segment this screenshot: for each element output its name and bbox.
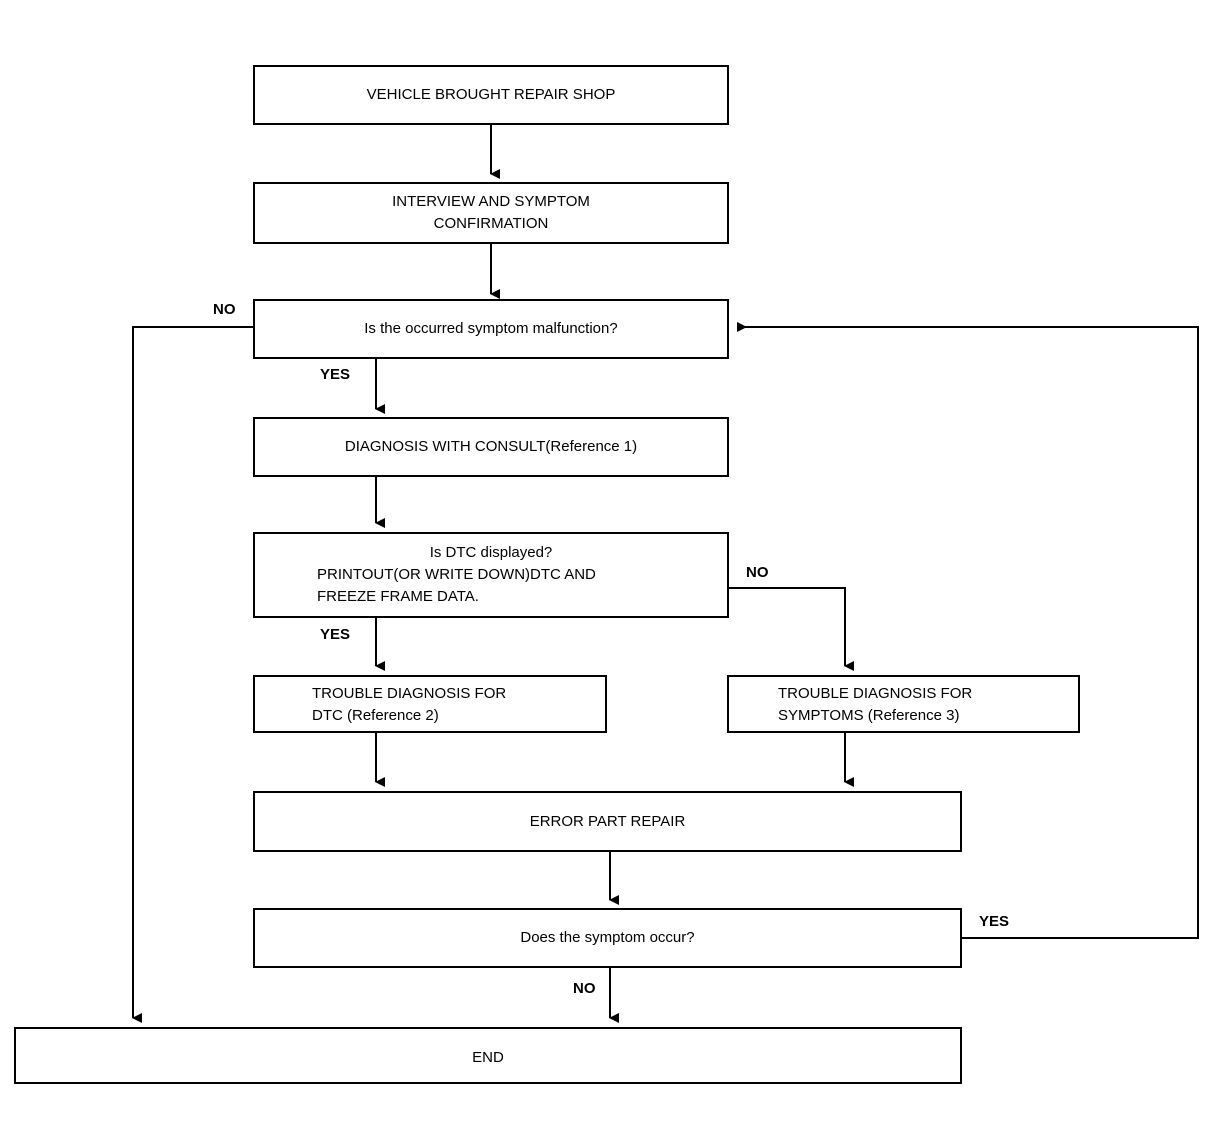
node-end[interactable]: END <box>14 1027 962 1084</box>
node-trouble-diagnosis-dtc-label-line2: DTC (Reference 2) <box>312 706 439 724</box>
edge-label-dtc-no: NO <box>746 564 769 581</box>
node-trouble-diagnosis-symptoms-label-line2: SYMPTOMS (Reference 3) <box>778 706 960 724</box>
node-symptom-malfunction-label: Is the occurred symptom malfunction? <box>364 320 618 338</box>
node-symptom-occur[interactable]: Does the symptom occur? <box>253 908 962 968</box>
node-trouble-diagnosis-symptoms[interactable]: TROUBLE DIAGNOSIS FOR SYMPTOMS (Referenc… <box>727 675 1080 733</box>
node-trouble-diagnosis-symptoms-label-line1: TROUBLE DIAGNOSIS FOR <box>778 685 973 702</box>
edge-label-malfunction-yes: YES <box>320 366 351 383</box>
edge-label-occur-yes: YES <box>979 913 1010 930</box>
edge-label-malfunction-no: NO <box>213 301 236 318</box>
node-diagnosis-consult-label: DIAGNOSIS WITH CONSULT(Reference 1) <box>344 438 638 456</box>
node-dtc-displayed-label-line2: PRINTOUT(OR WRITE DOWN)DTC AND <box>317 565 596 583</box>
node-vehicle-brought[interactable]: VEHICLE BROUGHT REPAIR SHOP <box>253 65 729 125</box>
node-error-part-repair-label: ERROR PART REPAIR <box>529 812 686 830</box>
node-interview-label-line1: INTERVIEW AND SYMPTOM <box>392 193 590 211</box>
connector-dtc-no-to-diagnosis-symptoms <box>729 587 854 671</box>
node-trouble-diagnosis-dtc-label-line1: TROUBLE DIAGNOSIS FOR <box>312 685 507 702</box>
edge-label-dtc-yes: YES <box>320 626 351 643</box>
node-end-label: END <box>472 1049 504 1066</box>
connector-malfunction-no-to-end <box>132 326 253 1023</box>
node-error-part-repair[interactable]: ERROR PART REPAIR <box>253 791 962 852</box>
node-interview-label-line2: CONFIRMATION <box>433 215 549 232</box>
node-dtc-displayed-label-line1: Is DTC displayed? <box>429 544 553 561</box>
connector-occur-yes-feedback <box>737 322 1199 939</box>
node-symptom-malfunction[interactable]: Is the occurred symptom malfunction? <box>253 299 729 359</box>
node-dtc-displayed-label-line3: FREEZE FRAME DATA. <box>317 587 479 605</box>
node-trouble-diagnosis-dtc[interactable]: TROUBLE DIAGNOSIS FOR DTC (Reference 2) <box>253 675 607 733</box>
node-interview-text: INTERVIEW AND SYMPTOM CONFIRMATION <box>392 191 590 235</box>
node-symptom-occur-label: Does the symptom occur? <box>520 929 695 947</box>
node-diagnosis-consult[interactable]: DIAGNOSIS WITH CONSULT(Reference 1) <box>253 417 729 477</box>
edge-label-occur-no: NO <box>573 980 596 997</box>
node-interview[interactable]: INTERVIEW AND SYMPTOM CONFIRMATION <box>253 182 729 244</box>
node-dtc-displayed[interactable]: Is DTC displayed? PRINTOUT(OR WRITE DOWN… <box>253 532 729 618</box>
node-vehicle-brought-label: VEHICLE BROUGHT REPAIR SHOP <box>366 86 616 104</box>
